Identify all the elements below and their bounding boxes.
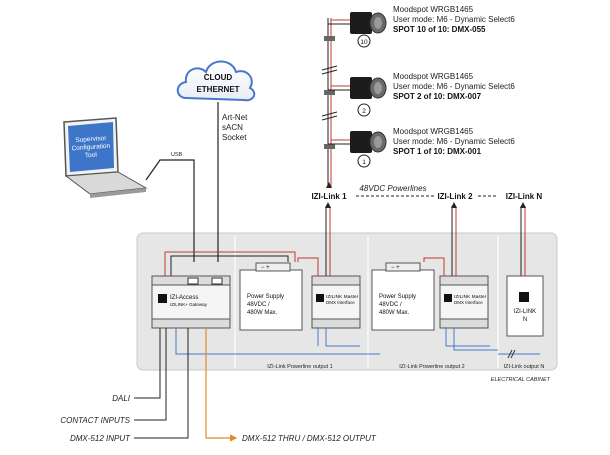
linkn-label-1: IZI-LINK [514, 309, 536, 315]
output-n-label: IZI-Link output N [504, 364, 545, 370]
psu1-label-3: 480W Max. [247, 310, 278, 316]
spot-2-model: Moodspot WRGB1465 [393, 72, 474, 81]
svg-text:− +: − + [261, 265, 270, 271]
cloud-label-1: CLOUD [204, 73, 233, 82]
spot-1-mode: User mode: M6 - Dynamic Select6 [393, 137, 515, 146]
protocol-sacn: sACN [222, 123, 243, 132]
laptop: Supervisor Configuration Tool [63, 117, 148, 198]
master1-label-2: DMX Interface [326, 300, 355, 305]
spot-badge-1: 1 [357, 154, 371, 168]
spot-badge-10: 10 [357, 34, 371, 48]
dmx-thru-label: DMX-512 THRU / DMX-512 OUTPUT [242, 434, 377, 443]
izi-link-n-module: IZI-LINK N [506, 275, 544, 337]
psu1-label-1: Power Supply [247, 294, 284, 300]
izilink-master-1: IZILINK Master DMX Interface [311, 275, 361, 329]
psu2-label-2: 48VDC / [379, 302, 402, 308]
protocol-artnet: Art-Net [222, 113, 248, 122]
powerline-label: 48VDC Powerlines [359, 184, 426, 193]
power-supply-1: − + Power Supply 48VDC / 480W Max. [239, 262, 303, 331]
psu1-label-2: 48VDC / [247, 302, 270, 308]
izi-link-n-label: IZI-Link N [506, 192, 543, 201]
izilink-master-2: IZILINK Master DMX Interface [439, 275, 489, 329]
output-1-label: IZI-Link Powerline output 1 [267, 364, 332, 370]
izi-link-2-label: IZI-Link 2 [437, 192, 473, 201]
power-supply-2: − + Power Supply 48VDC / 480W Max. [371, 262, 435, 331]
output-2-label: IZI-Link Powerline output 2 [399, 364, 464, 370]
svg-text:2: 2 [362, 108, 366, 115]
spot-1-model: Moodspot WRGB1465 [393, 127, 474, 136]
izi-link-1-label: IZI-Link 1 [311, 192, 347, 201]
linkn-label-2: N [523, 317, 527, 323]
spot-device-1 [350, 131, 387, 153]
laptop-text-3: Tool [85, 152, 98, 160]
svg-text:1: 1 [362, 159, 366, 166]
usb-cable [145, 159, 195, 262]
psu2-label-1: Power Supply [379, 294, 416, 300]
spot-device-10 [350, 12, 387, 34]
spot-badge-2: 2 [357, 103, 371, 117]
usb-label: USB [171, 152, 183, 158]
dali-label: DALI [112, 394, 131, 403]
spot-1-id: SPOT 1 of 10: DMX-001 [393, 147, 482, 156]
psu2-label-3: 480W Max. [379, 310, 410, 316]
svg-text:10: 10 [360, 39, 368, 46]
spot-10-mode: User mode: M6 - Dynamic Select6 [393, 15, 515, 24]
access-label-1: IZI-Access [170, 295, 198, 301]
spot-10-model: Moodspot WRGB1465 [393, 5, 474, 14]
cabinet-label: ELECTRICAL CABINET [491, 377, 551, 383]
spot-chain [321, 18, 350, 188]
spot-device-2 [350, 77, 387, 99]
spot-2-id: SPOT 2 of 10: DMX-007 [393, 92, 482, 101]
cloud-ethernet: CLOUD ETHERNET [176, 60, 256, 102]
izi-access-module: IZI-Access IZILINK+ Gateway [151, 275, 231, 329]
laptop-text-2: Configuration [71, 143, 110, 153]
cloud-label-2: ETHERNET [196, 85, 239, 94]
output-buses [175, 328, 540, 359]
master2-label-2: DMX Interface [454, 300, 483, 305]
master1-label-1: IZILINK Master [326, 294, 359, 300]
master2-label-1: IZILINK Master [454, 294, 487, 300]
input-lines [134, 328, 238, 442]
dmx-input-label: DMX-512 INPUT [70, 434, 131, 443]
access-label-2: IZILINK+ Gateway [170, 302, 208, 307]
laptop-text-1: Supervisor [75, 135, 107, 144]
spot-2-mode: User mode: M6 - Dynamic Select6 [393, 82, 515, 91]
spot-10-id: SPOT 10 of 10: DMX-055 [393, 25, 486, 34]
contact-inputs-label: CONTACT INPUTS [60, 416, 130, 425]
svg-text:− +: − + [391, 265, 400, 271]
protocol-socket: Socket [222, 133, 247, 142]
